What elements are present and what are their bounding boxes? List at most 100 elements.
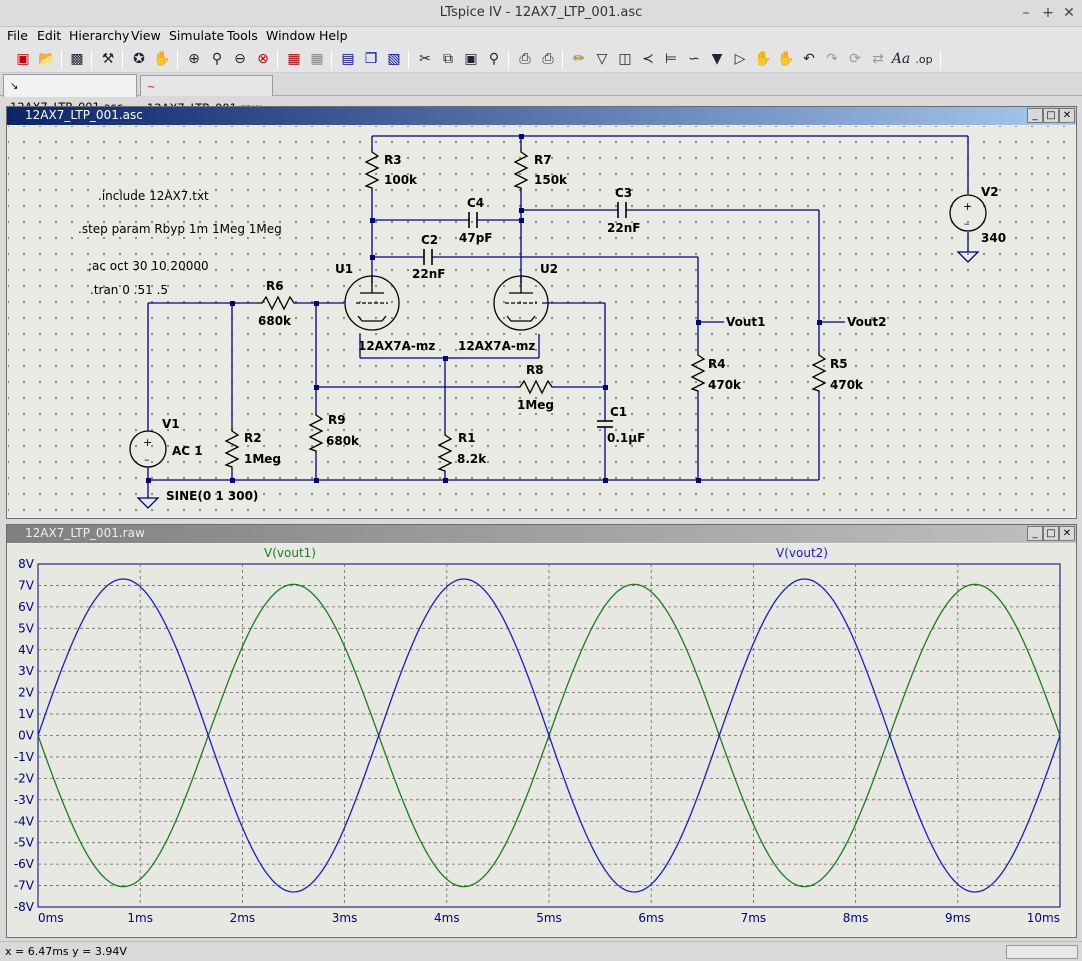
x-tick-label: 7ms (741, 911, 767, 925)
maximize-button[interactable]: + (1042, 5, 1054, 21)
run-icon[interactable]: ✪ (133, 51, 145, 67)
minimize-button[interactable]: – (1022, 5, 1030, 21)
x-tick-label: 3ms (332, 911, 358, 925)
c3-ref: C3 (615, 186, 632, 200)
drag-icon[interactable]: ✋ (777, 51, 795, 67)
x-tick-label: 9ms (945, 911, 971, 925)
resistor-icon[interactable]: ≺ (642, 51, 654, 67)
x-tick-label: 2ms (230, 911, 256, 925)
cut-icon[interactable]: ✂ (419, 51, 431, 67)
x-tick-label: 0ms (38, 911, 64, 925)
tile-horizontal-icon[interactable]: ▤ (341, 51, 355, 67)
close-button[interactable]: ✕ (1059, 108, 1075, 123)
c3-value: 22nF (607, 221, 640, 235)
y-tick-label: 1V (18, 707, 35, 721)
mirror-icon[interactable]: ⇄ (872, 51, 884, 67)
schematic-canvas[interactable]: +– +– (8, 126, 1075, 517)
paste-icon[interactable]: ▣ (464, 51, 478, 67)
x-tick-label: 10ms (1027, 911, 1060, 925)
tab-waveform[interactable]: ∼ 12AX7_LTP_001.raw (140, 75, 273, 115)
menu-hierarchy[interactable]: Hierarchy (69, 28, 130, 43)
save-icon[interactable]: ▩ (70, 51, 84, 67)
open-icon[interactable]: 📂 (38, 51, 56, 67)
delete-traces-icon[interactable]: ▦ (310, 51, 324, 67)
label-net-icon[interactable]: ◫ (618, 51, 632, 67)
status-bar: x = 6.47ms y = 3.94V (0, 941, 1082, 961)
r6-value: 680k (258, 314, 292, 328)
directive-step: .step param Rbyp 1m 1Meg 1Meg (78, 222, 282, 236)
u2-value: 12AX7A-mz (458, 339, 535, 353)
inductor-icon[interactable]: ∽ (688, 51, 700, 67)
menu-help[interactable]: Help (319, 28, 348, 43)
print-preview-icon[interactable]: ⎙ (519, 51, 531, 67)
component-labels: R3 100k R7 150k C4 47pF C3 22nF V2 340 C… (162, 153, 1006, 503)
menu-file[interactable]: File (7, 28, 28, 43)
cascade-icon[interactable]: ❐ (364, 51, 378, 67)
r7-value: 150k (534, 173, 568, 187)
directive-tran: .tran 0 .51 .5 (90, 283, 168, 297)
r4-value: 470k (708, 378, 742, 392)
new-schematic-icon[interactable]: ▣ (16, 51, 30, 67)
diode-icon[interactable]: ▼ (711, 51, 723, 67)
zoom-in-icon[interactable]: ⊕ (188, 51, 200, 67)
undo-icon[interactable]: ↶ (803, 51, 815, 67)
close-button[interactable]: ✕ (1063, 5, 1075, 21)
legend-vvout2: V(vout2) (776, 546, 828, 560)
net-label-vout1: Vout1 (726, 315, 766, 329)
redo-icon[interactable]: ↷ (826, 51, 838, 67)
move-icon[interactable]: ✋ (754, 51, 772, 67)
y-tick-label: -4V (14, 814, 35, 828)
schematic-icon: ↘ (10, 81, 19, 92)
r8-ref: R8 (526, 363, 544, 377)
component-icon[interactable]: ▷ (734, 51, 746, 67)
resistor-symbols (224, 148, 827, 473)
r2-symbol (224, 427, 240, 469)
control-panel-icon[interactable]: ⚒ (101, 51, 115, 67)
halt-icon[interactable]: ✋ (153, 51, 171, 67)
zoom-fit-icon[interactable]: ⊗ (257, 51, 269, 67)
trace-group (37, 578, 1061, 893)
minimize-button[interactable]: _ (1027, 526, 1043, 541)
zoom-pan-icon[interactable]: ⚲ (211, 51, 223, 67)
voltage-sources (129, 194, 987, 468)
r7-symbol (513, 148, 529, 192)
tab-schematic[interactable]: ↘ 12AX7_LTP_001.asc (3, 74, 137, 114)
menu-window[interactable]: Window (266, 28, 316, 43)
capacitor-icon[interactable]: ⊨ (664, 51, 678, 67)
waveform-icon: ∼ (147, 82, 156, 93)
y-tick-label: 8V (18, 557, 35, 571)
y-tick-label: 2V (18, 686, 35, 700)
restore-button[interactable]: □ (1043, 108, 1059, 123)
menu-tools[interactable]: Tools (227, 28, 258, 43)
autorange-icon[interactable]: ▦ (287, 51, 301, 67)
find-icon[interactable]: ⚲ (488, 51, 500, 67)
r1-ref: R1 (458, 431, 476, 445)
zoom-out-icon[interactable]: ⊖ (234, 51, 246, 67)
rotate-icon[interactable]: ⟳ (849, 51, 861, 67)
copy-icon[interactable]: ⧉ (443, 51, 453, 67)
waveform-chart: 8V7V6V5V4V3V2V1V0V-1V-2V-3V-4V-5V-6V-7V-… (14, 546, 1061, 925)
close-button[interactable]: ✕ (1059, 526, 1075, 541)
print-icon[interactable]: ⎙ (542, 51, 554, 67)
v2-ref: V2 (981, 185, 999, 199)
draw-wire-icon[interactable]: ✏ (573, 51, 585, 67)
ground-icon[interactable]: ▽ (596, 51, 608, 67)
menu-simulate[interactable]: Simulate (169, 28, 225, 43)
toolbar-separator (277, 50, 278, 69)
text-icon[interactable]: Aa (891, 51, 911, 67)
junctions (146, 134, 822, 483)
restore-button[interactable]: □ (1043, 526, 1059, 541)
menu-bar: File Edit Hierarchy View Simulate Tools … (0, 27, 1082, 46)
minimize-button[interactable]: _ (1027, 108, 1043, 123)
tile-vertical-icon[interactable]: ▧ (387, 51, 401, 67)
menu-view[interactable]: View (131, 28, 161, 43)
r2-ref: R2 (244, 431, 262, 445)
ground-symbols (136, 251, 980, 509)
toolbar-separator (408, 50, 409, 69)
menu-edit[interactable]: Edit (37, 28, 62, 43)
spice-directive-icon[interactable]: .op (915, 53, 933, 66)
c2-ref: C2 (421, 233, 438, 247)
